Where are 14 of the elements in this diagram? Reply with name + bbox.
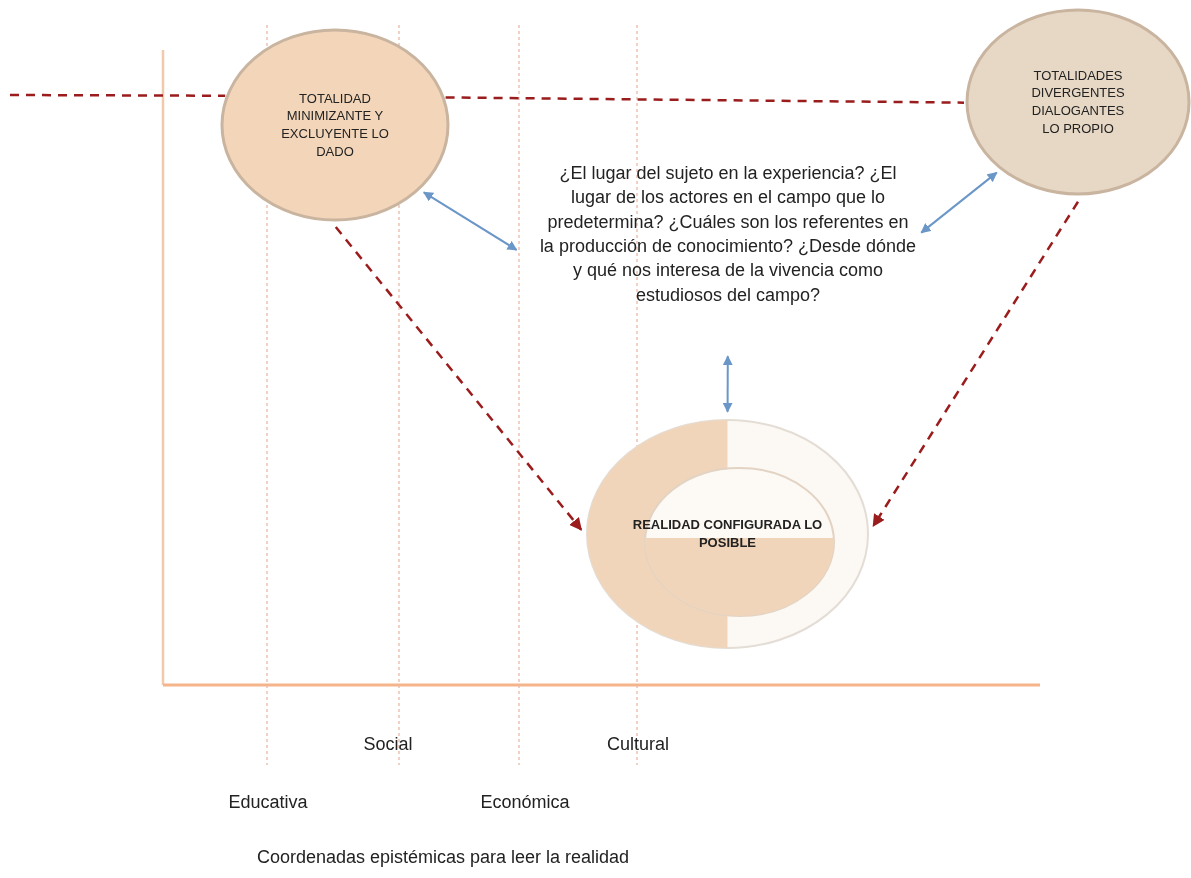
question-text: ¿El lugar del sujeto en la experiencia? ¿El lugar de los actores en el campo que lo predetermina? ¿Cuáles son los referentes en la producción de conocimiento? ¿Desde dónde y qué nos interesa de la vivencia como estudiosos del campo? (538, 162, 918, 307)
axis-label: Educativa (228, 792, 308, 813)
caption: Coordenadas epistémicas para leer la realidad (256, 847, 630, 868)
dashed-arrow (872, 201, 1080, 528)
node-label: TOTALIDAD MINIMIZANTE Y EXCLUYENTE LO DADO (280, 89, 390, 161)
axis-label: Social (363, 734, 413, 755)
axis-label: Cultural (607, 734, 669, 755)
double-arrow (920, 171, 998, 234)
double-arrow (422, 191, 518, 251)
node-label: REALIDAD CONFIGURADA LO POSIBLE (632, 516, 823, 552)
double-arrow (722, 355, 733, 413)
dashed-arrow (334, 226, 583, 531)
node-label: TOTALIDADES DIVERGENTES DIALOGANTES LO PROPIO (1030, 66, 1126, 138)
axis-label: Económica (480, 792, 570, 813)
